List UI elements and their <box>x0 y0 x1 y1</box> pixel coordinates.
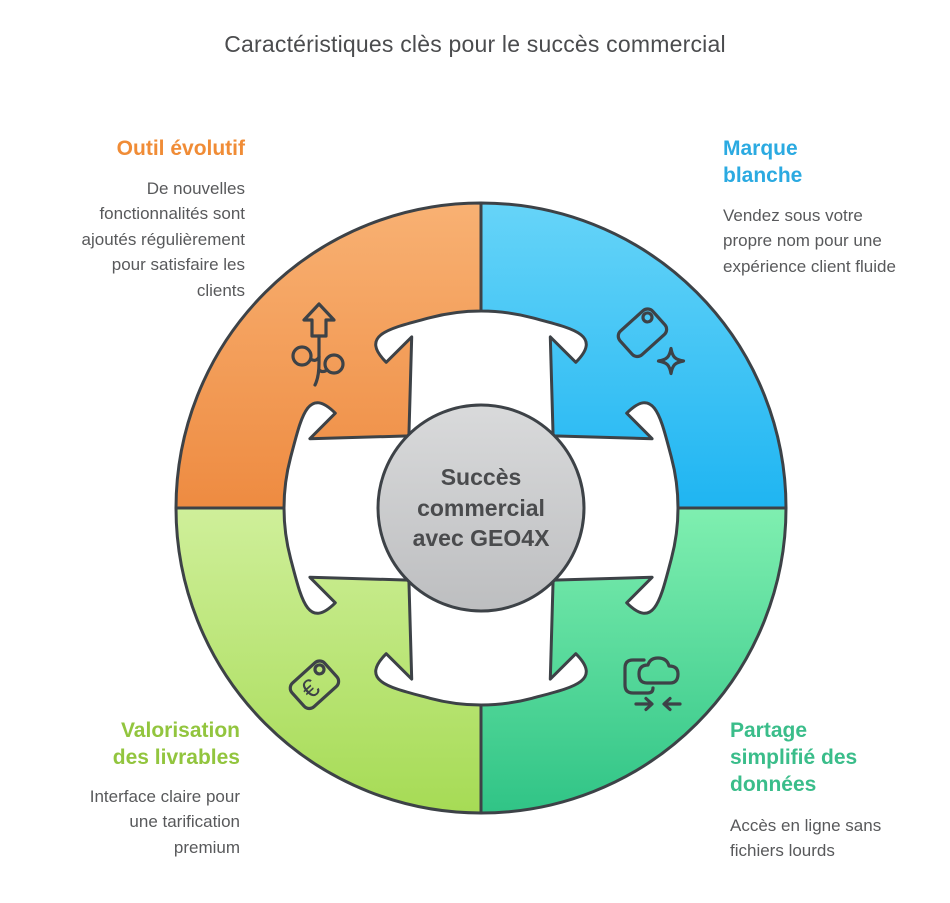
description-valorisation-livrables: Interface claire pour une tarification p… <box>89 786 240 857</box>
right-bud <box>323 353 345 375</box>
tag-body <box>288 659 341 711</box>
growth-branch-icon <box>291 302 345 387</box>
sparkle <box>656 346 686 376</box>
arrow-left <box>662 696 682 712</box>
description-outil-evolutif: De nouvelles fonctionnalités sont ajouté… <box>81 178 245 300</box>
quadrant-label-outil-evolutif: Outil évolutif De nouvelles fonctionnali… <box>55 136 245 303</box>
left-bud-link <box>308 355 321 362</box>
heading-marque-blanche: Marque blanche <box>723 137 803 187</box>
description-partage-donnees: Accès en ligne sans fichiers lourds <box>730 815 882 861</box>
heading-valorisation-livrables: Valorisation des livrables <box>112 719 240 769</box>
arrow-right <box>634 696 654 712</box>
quadrant-label-valorisation-livrables: Valorisation des livrables Interface cla… <box>45 718 240 860</box>
center-circle <box>376 403 586 613</box>
quadrant-label-partage-donnees: Partage simplifié des données Accès en l… <box>730 718 945 864</box>
quadrant-valorisation-livrables <box>174 506 483 815</box>
description-marque-blanche: Vendez sous votre propre nom pour une ex… <box>723 205 896 276</box>
quadrant-label-marque-blanche: Marque blanche Vendez sous votre propre … <box>723 136 933 279</box>
tag-hole <box>313 663 326 676</box>
heading-partage-donnees: Partage simplifié des données <box>730 719 858 796</box>
left-bud <box>291 345 313 367</box>
tag-body <box>616 307 669 359</box>
cloud-sync-icon <box>623 656 682 712</box>
stem <box>313 334 321 387</box>
tag-hole <box>641 311 654 324</box>
center-label: Succès commercial avec GEO4X <box>412 464 550 552</box>
document-box <box>623 658 655 695</box>
tag-sparkle-icon <box>616 307 686 376</box>
heading-outil-evolutif: Outil évolutif <box>116 137 245 160</box>
right-bud-link <box>317 368 327 374</box>
cloud <box>637 656 680 685</box>
page-title: Caractéristiques clès pour le succès com… <box>224 31 726 57</box>
